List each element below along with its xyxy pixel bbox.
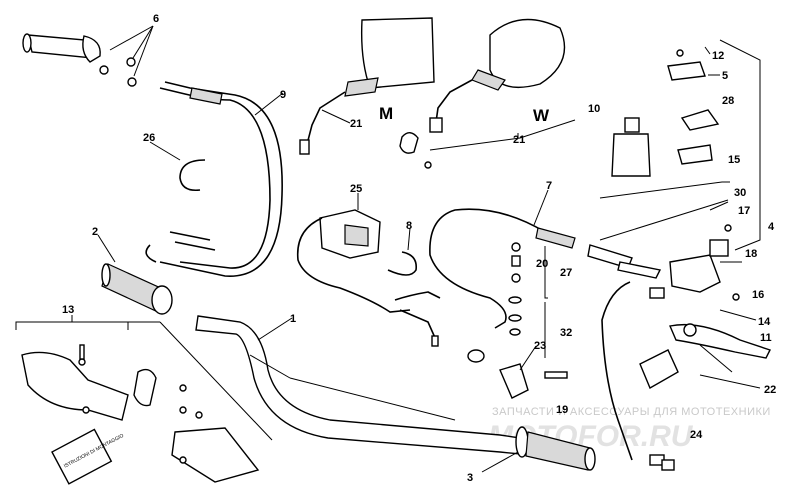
label-part-21-m: 21 [350,118,362,130]
front-brake-master-cylinder [587,239,729,471]
label-part-24: 24 [690,429,703,441]
label-part-7: 7 [546,180,552,192]
label-part-6: 6 [153,13,159,25]
label-part-32: 32 [560,327,572,339]
right-grip [481,426,596,473]
throttle-grip-assembly [22,25,154,87]
label-part-16: 16 [752,289,764,301]
label-mirror-w: W [533,106,550,125]
label-part-10: 10 [588,103,600,115]
label-mirror-m: M [379,104,393,123]
fitting-stack [467,242,568,399]
label-part-2: 2 [92,226,98,238]
brake-fluid-bottle [611,117,651,177]
hand-guard-kit: ISTRUZIONI DI MONTAGGIO [15,315,273,485]
label-part-25: 25 [350,183,362,195]
light-switch [296,193,441,347]
label-part-23: 23 [534,340,546,352]
bracket-parts [667,49,740,301]
label-part-26: 26 [143,132,155,144]
label-part-1: 1 [290,313,296,325]
label-part-11: 11 [760,332,772,344]
spring-clip [149,141,206,192]
label-part-30: 30 [734,187,746,199]
switch-clip [387,227,418,276]
left-grip [97,234,173,315]
label-part-12: 12 [712,50,724,62]
label-part-13: 13 [62,304,74,316]
label-part-15: 15 [728,154,740,166]
label-part-4: 4 [768,221,775,233]
label-part-20: 20 [536,258,548,270]
bracket-lines [599,39,761,389]
label-part-27: 27 [560,267,572,279]
throttle-cables [145,81,284,277]
label-part-22: 22 [764,384,776,396]
handlebar [195,315,521,455]
label-part-3: 3 [467,472,473,484]
label-part-18: 18 [745,248,757,260]
mirror-w [399,18,576,169]
label-part-17: 17 [738,205,750,217]
mirror-m [299,17,435,155]
watermark-caption: ЗАПЧАСТИ И АКСЕССУАРЫ ДЛЯ МОТОТЕХНИКИ [492,406,771,418]
label-part-9: 9 [280,89,286,101]
brake-lever [639,323,771,390]
instruction-booklet: ISTRUZIONI DI MONTAGGIO [51,428,125,485]
label-part-28: 28 [722,95,734,107]
label-part-21-w: 21 [513,134,525,146]
label-part-14: 14 [758,316,771,328]
label-part-8: 8 [406,220,412,232]
part-number-labels: 6 9 26 2 1 13 3 21 M 21 W 25 8 7 20 27 3… [62,13,776,484]
clutch-cable [429,189,576,329]
label-part-5: 5 [722,70,728,82]
label-part-19: 19 [556,404,568,416]
